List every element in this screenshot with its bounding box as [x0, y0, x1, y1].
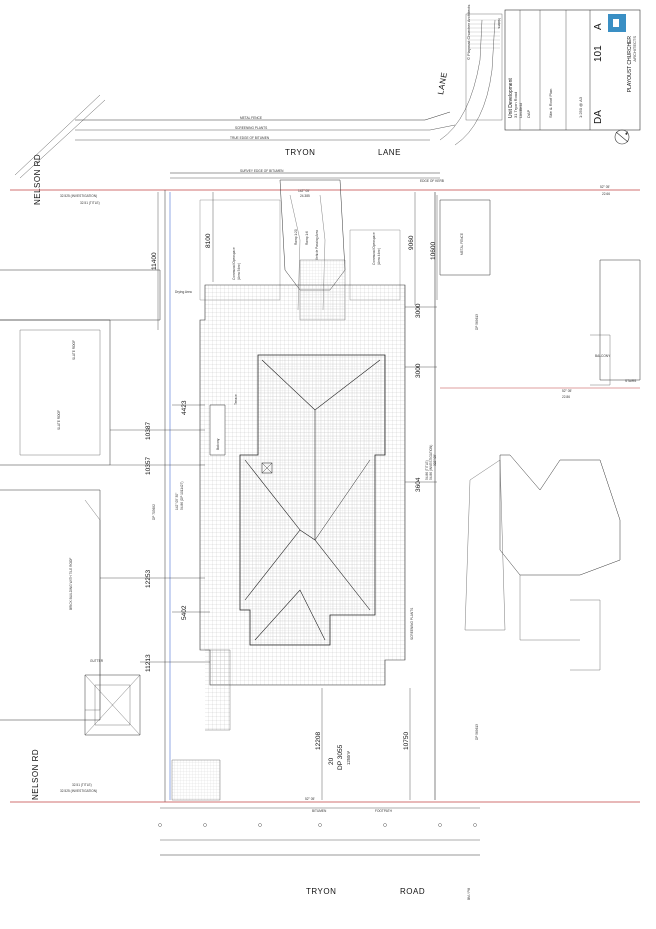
neighbour-left: SLATE ROOF SLATE ROOF BRICK BUILDING WIT… [0, 269, 161, 736]
revision: A [593, 23, 604, 30]
label-communal-open-space-2-area: (Area 44m²) [377, 248, 381, 265]
notes-lines [465, 13, 503, 121]
project-suburb: Lindfield [518, 103, 523, 118]
label-slate-roof-2: SLATE ROOF [57, 410, 61, 430]
drawing-title: Site & Roof Plan [548, 89, 553, 118]
label-metal-fence: METAL FENCE [240, 116, 262, 120]
label-screening-plants-right: SCREENING PLANTS [410, 608, 414, 640]
label-metal-fence-right: METAL FENCE [460, 233, 464, 255]
label-footpath: FOOTPATH [375, 809, 393, 813]
label-slate-roof: SLATE ROOF [72, 340, 76, 360]
label-screening-plants-top: SCREENING PLANTS [235, 126, 267, 130]
label-drying-area: Drying Area [175, 290, 192, 294]
neighbour-right: METAL FENCE DP 569613 DP 569613 BALCONY … [410, 199, 641, 740]
street-label-road: ROAD [400, 887, 425, 896]
boundary-right-mid-length: 22.86 [562, 395, 570, 399]
label-vehicle-passing: Vehicle Passing Area [315, 230, 319, 260]
street-label-lane-vertical: LANE [436, 71, 449, 95]
boundary-left-bottom-note2: 32.525 (INVESTIGATION) [60, 789, 97, 793]
boundary-side-right: 54.86 (TITLE) [425, 460, 429, 480]
dim-9060: 9060 [408, 235, 415, 250]
boundary-left-top-note2: 32.51 (TITLE) [80, 201, 100, 205]
label-pit-note: BM / PM [467, 887, 471, 900]
tryon-road-frontage: BITUMEN FOOTPATH BM / PM [158, 809, 477, 900]
dim-11400: 11400 [151, 252, 158, 270]
label-bitumen: BITUMEN [312, 809, 327, 813]
tryon-lane: METAL FENCE SCREENING PLANTS TRUE EDGE O… [14, 19, 496, 183]
boundary-side-right3: 322° 05' [433, 454, 437, 466]
label-dp-left: DP 703692 [152, 504, 156, 520]
lot-dp: DP 3055 [337, 744, 344, 770]
project-address: 31 Tryon Road [513, 92, 518, 118]
label-communal-open-space-1: Communal Openspace [232, 247, 236, 280]
title-block: Notes © Playoust Churcher Architects PLA… [465, 5, 641, 145]
label-balcony: Balcony [216, 438, 220, 450]
north-arrow-icon [614, 129, 630, 145]
dim-4423: 4423 [181, 400, 188, 415]
label-terrace: Terrace [234, 394, 238, 405]
dim-10600: 10600 [430, 242, 437, 260]
label-survey-edge-bitumen: SURVEY EDGE OF BITUMEN [240, 169, 284, 173]
lot-info: 20 DP 3055 1250m² [328, 744, 351, 770]
label-dp-right-top: DP 569613 [475, 314, 479, 330]
label-ramp-1: Ramp 1:20 [294, 229, 298, 245]
dim-5402: 5402 [181, 605, 188, 620]
label-brick-building: BRICK BUILDING WITH TILE ROOF [69, 558, 73, 610]
label-gutter: GUTTER [90, 659, 104, 663]
roof-plan [239, 354, 386, 646]
scale-text: 1:250 @ A3 [578, 96, 583, 118]
street-label-tryon-lane: TRYON [285, 148, 315, 157]
label-ramp-2: Ramp 1:6 [305, 231, 309, 245]
label-edge-of-kerb: EDGE OF KERB [420, 179, 444, 183]
project-title: Unit Development [508, 78, 514, 118]
dim-12208: 12208 [315, 732, 322, 750]
dim-3000-b: 3000 [415, 363, 422, 378]
site-boundary: 142° 05' 24.385 52° 05' 32.525 (INVESTIG… [10, 185, 640, 856]
stage-code: DA [593, 110, 604, 124]
boundary-left-bottom-note: 32.51 (TITLE) [72, 783, 92, 787]
client-name: DAP [526, 109, 531, 118]
survey-marks [158, 823, 477, 827]
lot-area: 1250m² [346, 750, 351, 765]
dim-8100: 8100 [205, 233, 212, 248]
boundary-side-right2: 54.86 (INVESTIGATION) [429, 445, 433, 480]
boundary-bottom-bearing: 52° 05' [305, 797, 315, 801]
drawing-number: 101 [593, 45, 604, 62]
dim-3604: 3604 [415, 477, 422, 492]
boundary-left-top-note: 32.525 (INVESTIGATION) [60, 194, 97, 198]
dim-12253: 12253 [145, 570, 152, 588]
label-dp-right-bottom: DP 569613 [475, 724, 479, 740]
dim-11213: 11213 [145, 654, 152, 672]
street-label-tryon-road: TRYON [306, 887, 336, 896]
boundary-top-length: 24.385 [300, 194, 310, 198]
dim-10750: 10750 [403, 732, 410, 750]
boundary-right-top-bearing: 52° 05' [600, 185, 610, 189]
label-communal-open-space-2: Communal Openspace [372, 232, 376, 265]
lot-number: 20 [328, 757, 335, 765]
dim-3000-a: 3000 [415, 303, 422, 318]
street-label-lane: LANE [378, 148, 401, 157]
dim-10387: 10387 [145, 422, 152, 440]
boundary-right-mid-bearing: 52° 05' [562, 389, 572, 393]
firm-subtitle: ARCHITECTS [632, 36, 637, 62]
dimension-lines: 8100 11400 9060 10600 3000 3000 4423 103… [100, 192, 438, 800]
dim-10357: 10357 [145, 457, 152, 475]
street-label-nelson-rd-top: NELSON RD [33, 154, 42, 205]
label-balcony-right: BALCONY [595, 354, 611, 358]
boundary-right-top-length: 22.66 [602, 192, 610, 196]
label-communal-open-space-1-area: (Area 54m²) [237, 263, 241, 280]
boundary-side-left: 142° 05' 30" [175, 493, 179, 510]
label-stairs-right: STAIRS [625, 379, 636, 383]
label-true-edge-bitumen: TRUE EDGE OF BITUMEN [230, 136, 270, 140]
boundary-top-bearing: 142° 05' [298, 189, 310, 193]
copyright-text: © Playoust Churcher Architects [466, 5, 471, 60]
street-label-nelson-rd-bottom: NELSON RD [31, 749, 40, 800]
notes-header: Notes [497, 18, 502, 28]
boundary-side-left2: 54.86 (DP 1011427) [180, 482, 184, 510]
firm-name: PLAYOUST CHURCHER [627, 36, 633, 93]
